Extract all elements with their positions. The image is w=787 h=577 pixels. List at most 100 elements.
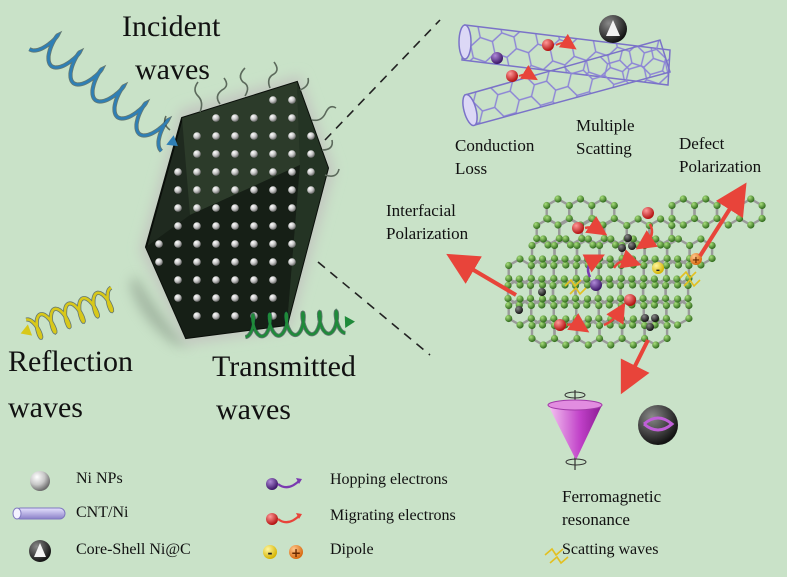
lattice-node <box>735 214 744 223</box>
lattice-node <box>640 301 648 310</box>
lattice-node <box>617 301 625 310</box>
lattice-node <box>639 281 647 290</box>
lattice-node <box>539 315 547 323</box>
lattice-node <box>571 294 580 303</box>
lattice-node <box>639 294 647 303</box>
lattice-node <box>641 254 649 263</box>
ni-np-dot <box>288 132 296 140</box>
lattice-node <box>527 314 535 323</box>
svg-text:+: + <box>291 546 301 560</box>
lattice-node <box>584 235 592 243</box>
lattice-node <box>572 274 580 283</box>
ni-np-dot <box>174 204 182 212</box>
ni-np-dot <box>212 186 220 194</box>
lattice-node <box>572 261 580 270</box>
lattice-node <box>595 261 603 270</box>
lattice-node <box>629 321 637 329</box>
lattice-node <box>702 221 710 229</box>
ni-np-dot <box>193 222 201 230</box>
cnt-particles <box>491 15 627 82</box>
lattice-node <box>618 321 626 330</box>
ni-np-dot <box>193 150 201 158</box>
lattice-node <box>528 334 536 343</box>
ni-np-dot <box>174 240 182 248</box>
reflection-wave-helix <box>20 285 115 340</box>
incident-waves-label-line2: waves <box>135 53 210 86</box>
ni-np-dot <box>231 312 239 320</box>
transmitted-waves-label-line2: waves <box>216 393 291 426</box>
lattice-node <box>634 215 642 223</box>
conduction-loss-label: Conduction Loss <box>455 135 534 181</box>
lattice-node <box>674 261 683 269</box>
ni-np-dot <box>212 258 220 266</box>
ni-np-dot <box>250 258 258 266</box>
interfacial-polarization-label: Interfacial Polarization <box>386 200 468 246</box>
ni-np-dot <box>288 258 296 266</box>
svg-text:-: - <box>656 265 660 276</box>
ni-np-dot <box>231 168 239 176</box>
lattice-node <box>573 334 581 343</box>
lattice-node <box>713 214 721 223</box>
lattice-node <box>528 241 536 250</box>
lattice-hex <box>738 197 764 227</box>
ni-np-dot <box>212 204 220 212</box>
lattice-node <box>657 241 665 249</box>
ni-np-dot <box>212 114 220 122</box>
lattice-node <box>560 275 568 283</box>
lattice-node <box>549 294 557 303</box>
ni-np-dot <box>250 240 258 248</box>
ferromagnetic-resonance-line2: resonance <box>562 509 630 529</box>
lattice-node <box>607 341 615 349</box>
ni-np-dot <box>174 168 182 176</box>
lattice-node <box>533 234 541 243</box>
cnt-hairs <box>163 61 340 177</box>
ni-np-dot <box>307 168 315 176</box>
lattice-node <box>583 295 592 303</box>
interfacial-polarization-line2: Polarization <box>386 223 469 243</box>
transmitted-waves-label-line1: Transmitted <box>212 350 356 383</box>
lattice-node <box>758 214 766 223</box>
lattice-node <box>657 215 665 223</box>
ni-np-dot <box>269 258 277 266</box>
ni-np-dot <box>231 186 239 194</box>
lattice-node <box>572 301 580 310</box>
ni-np-dot <box>269 294 277 302</box>
lattice-node <box>595 334 604 343</box>
lattice-hex <box>670 197 696 227</box>
lattice-node <box>527 274 535 283</box>
lattice-node <box>618 334 626 343</box>
lattice-node <box>595 254 604 263</box>
lattice-node <box>562 341 570 349</box>
lattice-node <box>594 294 602 303</box>
lattice-node <box>504 294 512 303</box>
ni-np-dot <box>288 204 296 212</box>
lattice-node <box>538 255 547 263</box>
lattice-node <box>629 341 637 349</box>
lattice-node <box>690 201 699 210</box>
multiple-scatting-label: Multiple Scatting <box>576 115 635 161</box>
lattice-node <box>550 254 559 263</box>
lattice-node <box>554 195 562 203</box>
lattice-node <box>674 281 682 289</box>
lattice-node <box>505 274 513 283</box>
lattice-node <box>528 321 536 330</box>
ni-np-dot <box>288 114 296 122</box>
ni-np-dot <box>174 258 182 266</box>
ni-np-dot <box>307 132 315 140</box>
lattice-node <box>543 201 551 210</box>
lattice-node <box>516 321 524 329</box>
dipole-signs: - + - + <box>268 255 701 560</box>
lattice-node <box>652 341 660 349</box>
lattice-node <box>578 234 586 243</box>
lattice-node <box>617 314 625 323</box>
interfacial-polarization-line1: Interfacial <box>386 201 456 220</box>
ni-np-dot <box>250 204 258 212</box>
lattice-node <box>550 314 558 323</box>
ni-np-dot <box>269 240 277 248</box>
ni-np-dot <box>250 132 258 140</box>
ni-np-dot <box>307 186 315 194</box>
reflection-waves-label-line1: Reflection <box>8 345 133 378</box>
lattice-node <box>724 221 732 229</box>
lattice-node <box>589 215 597 223</box>
ni-np-dot <box>250 168 258 176</box>
